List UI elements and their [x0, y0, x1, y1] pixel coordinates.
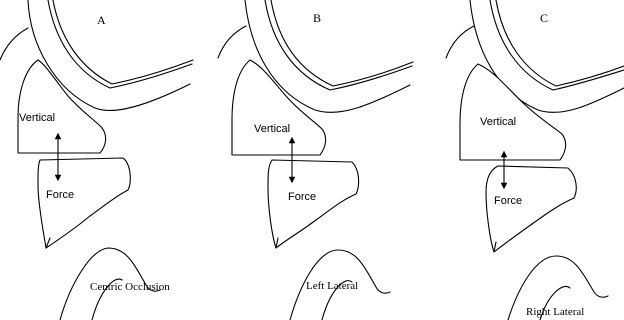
panel-caption: Centric Occlusion	[90, 281, 170, 293]
panel-letter: C	[540, 11, 548, 25]
upper-left-curve	[218, 26, 246, 58]
upper-left-curve	[446, 26, 474, 58]
lower-tooth	[38, 158, 130, 248]
vertical-label: Vertical	[19, 112, 55, 124]
upper-left-curve	[0, 28, 28, 60]
lower-tooth	[486, 166, 576, 252]
panel-c: C Vertical Force Right Lateral	[446, 0, 624, 320]
vertical-label: Vertical	[254, 123, 290, 135]
vertical-label: Vertical	[480, 116, 516, 128]
inner-jaw-curve-2	[496, 0, 624, 86]
lower-jaw-outline	[276, 238, 390, 320]
panel-caption: Left Lateral	[306, 280, 358, 292]
force-label: Force	[46, 189, 74, 201]
lower-tooth	[268, 160, 359, 248]
panel-a: A Vertical Force Centric Occlusion	[0, 0, 193, 320]
lower-jaw-outline	[46, 238, 160, 320]
inner-jaw-curve-1	[490, 0, 624, 90]
panel-letter: A	[97, 13, 106, 27]
upper-tooth	[232, 60, 326, 155]
force-label: Force	[288, 191, 316, 203]
panel-letter: B	[313, 11, 321, 25]
force-label: Force	[494, 195, 522, 207]
panel-caption: Right Lateral	[526, 306, 584, 318]
panel-b: B Vertical Force Left Lateral	[218, 0, 413, 320]
